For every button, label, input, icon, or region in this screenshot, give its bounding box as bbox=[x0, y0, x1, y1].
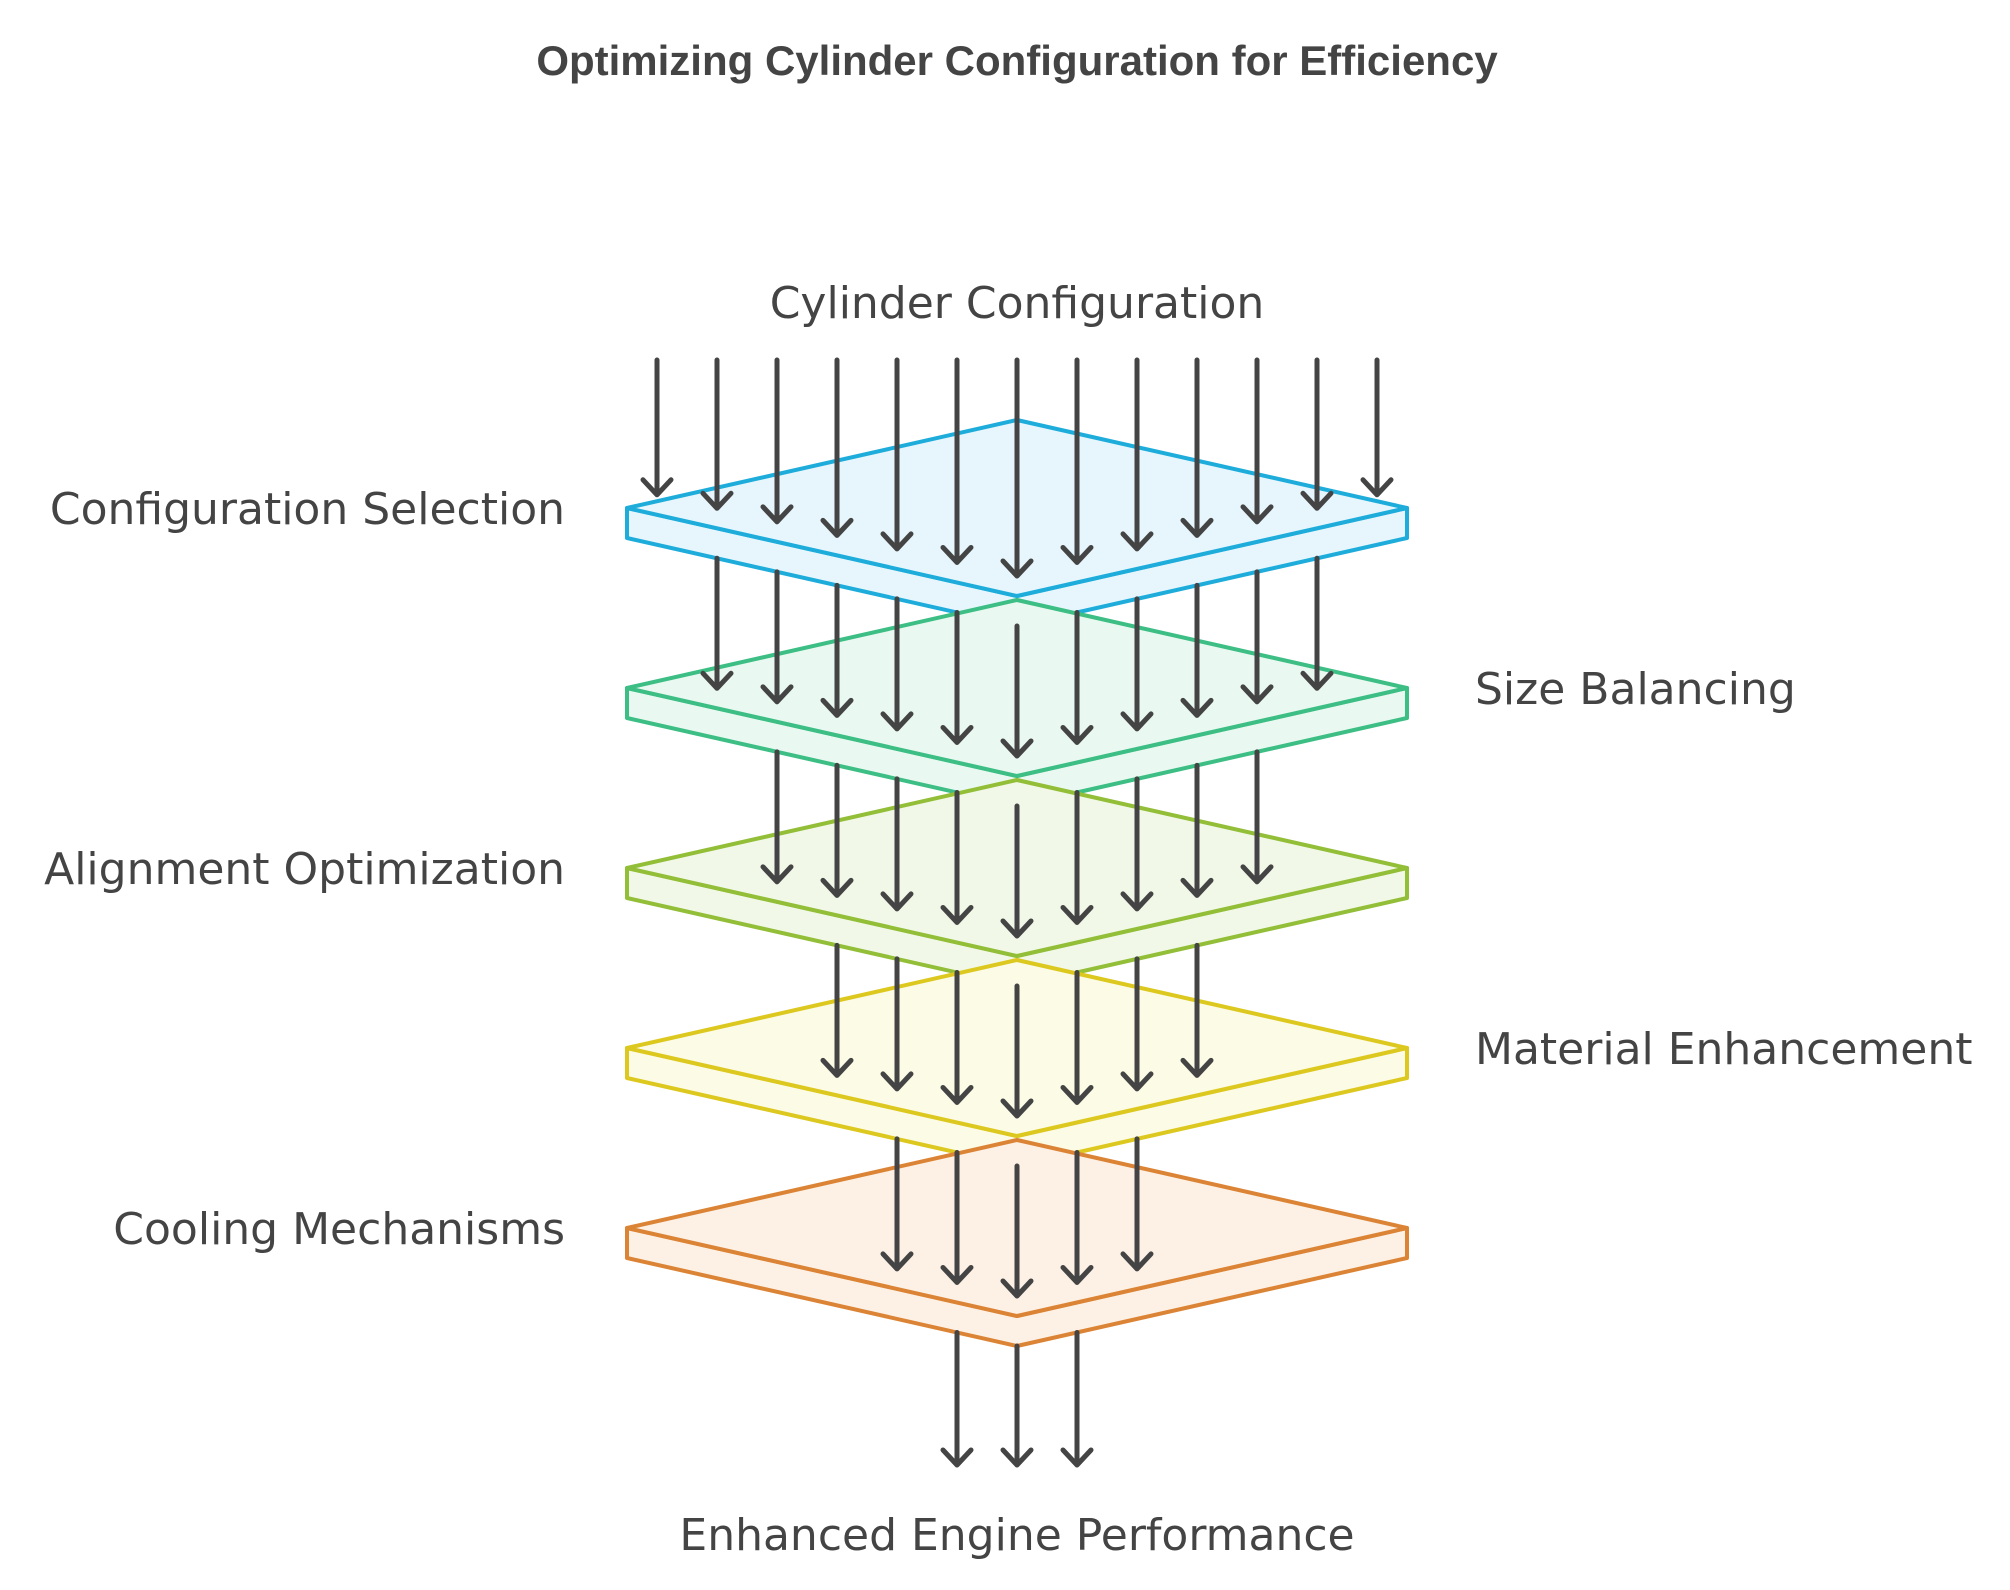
flow-arrow-4-0 bbox=[880, 1136, 914, 1272]
flow-arrow-0-1 bbox=[700, 357, 734, 511]
flow-arrow-0-9 bbox=[1180, 357, 1214, 538]
flow-arrow-6-2 bbox=[1060, 1329, 1094, 1468]
flow-arrow-3-2 bbox=[940, 969, 974, 1105]
flow-arrow-4-2 bbox=[1000, 1163, 1034, 1299]
flow-arrow-0-3 bbox=[820, 357, 854, 538]
flow-arrow-2-6 bbox=[1120, 776, 1154, 912]
flow-arrow-3-6 bbox=[1180, 942, 1214, 1078]
layer-label-4: Material Enhancement bbox=[1475, 1024, 1973, 1075]
flow-arrow-3-4 bbox=[1060, 969, 1094, 1105]
flow-arrow-3-1 bbox=[880, 956, 914, 1092]
flow-arrow-1-1 bbox=[760, 569, 794, 705]
flow-arrow-1-2 bbox=[820, 582, 854, 718]
flow-arrow-1-10 bbox=[1300, 555, 1334, 691]
layer-label-1: Configuration Selection bbox=[50, 484, 565, 535]
flow-arrow-1-5 bbox=[1000, 623, 1034, 759]
flow-arrow-0-5 bbox=[940, 357, 974, 565]
output-label: Enhanced Engine Performance bbox=[679, 1510, 1354, 1561]
flow-arrow-0-7 bbox=[1060, 357, 1094, 565]
flow-arrow-4-3 bbox=[1060, 1149, 1094, 1285]
flow-arrows bbox=[640, 357, 1394, 1468]
flow-arrow-1-9 bbox=[1240, 569, 1274, 705]
flow-arrow-0-2 bbox=[760, 357, 794, 525]
flow-arrow-2-2 bbox=[880, 776, 914, 912]
flow-arrow-1-4 bbox=[940, 609, 974, 745]
flow-arrow-1-8 bbox=[1180, 582, 1214, 718]
layer-label-5: Cooling Mechanisms bbox=[113, 1204, 565, 1255]
flow-arrow-1-3 bbox=[880, 596, 914, 732]
flow-arrow-6-0 bbox=[940, 1329, 974, 1468]
flow-arrow-0-10 bbox=[1240, 357, 1274, 525]
flow-arrow-4-1 bbox=[940, 1149, 974, 1285]
layer-label-3: Alignment Optimization bbox=[44, 844, 565, 895]
flow-arrow-2-1 bbox=[820, 762, 854, 898]
flow-arrow-1-6 bbox=[1060, 609, 1094, 745]
flow-arrow-3-5 bbox=[1120, 956, 1154, 1092]
diagram-title: Optimizing Cylinder Configuration for Ef… bbox=[536, 37, 1498, 84]
flow-arrow-2-8 bbox=[1240, 749, 1274, 885]
flow-arrow-0-8 bbox=[1120, 357, 1154, 552]
layer-label-2: Size Balancing bbox=[1475, 664, 1796, 715]
flow-arrow-0-4 bbox=[880, 357, 914, 552]
flow-arrow-2-0 bbox=[760, 749, 794, 885]
input-label: Cylinder Configuration bbox=[770, 278, 1265, 329]
flow-arrow-0-11 bbox=[1300, 357, 1334, 511]
flow-arrow-3-0 bbox=[820, 942, 854, 1078]
flow-arrow-1-7 bbox=[1120, 596, 1154, 732]
flow-arrow-6-1 bbox=[1000, 1343, 1034, 1468]
flow-arrow-2-7 bbox=[1180, 762, 1214, 898]
flow-arrow-1-0 bbox=[700, 555, 734, 691]
flow-arrow-0-0 bbox=[640, 357, 674, 498]
flow-arrow-4-4 bbox=[1120, 1136, 1154, 1272]
flow-arrow-0-12 bbox=[1360, 357, 1394, 498]
flow-arrow-2-4 bbox=[1000, 803, 1034, 939]
flow-arrow-2-5 bbox=[1060, 789, 1094, 925]
flow-arrow-2-3 bbox=[940, 789, 974, 925]
flow-arrow-0-6 bbox=[1000, 357, 1034, 579]
flow-arrow-3-3 bbox=[1000, 983, 1034, 1119]
